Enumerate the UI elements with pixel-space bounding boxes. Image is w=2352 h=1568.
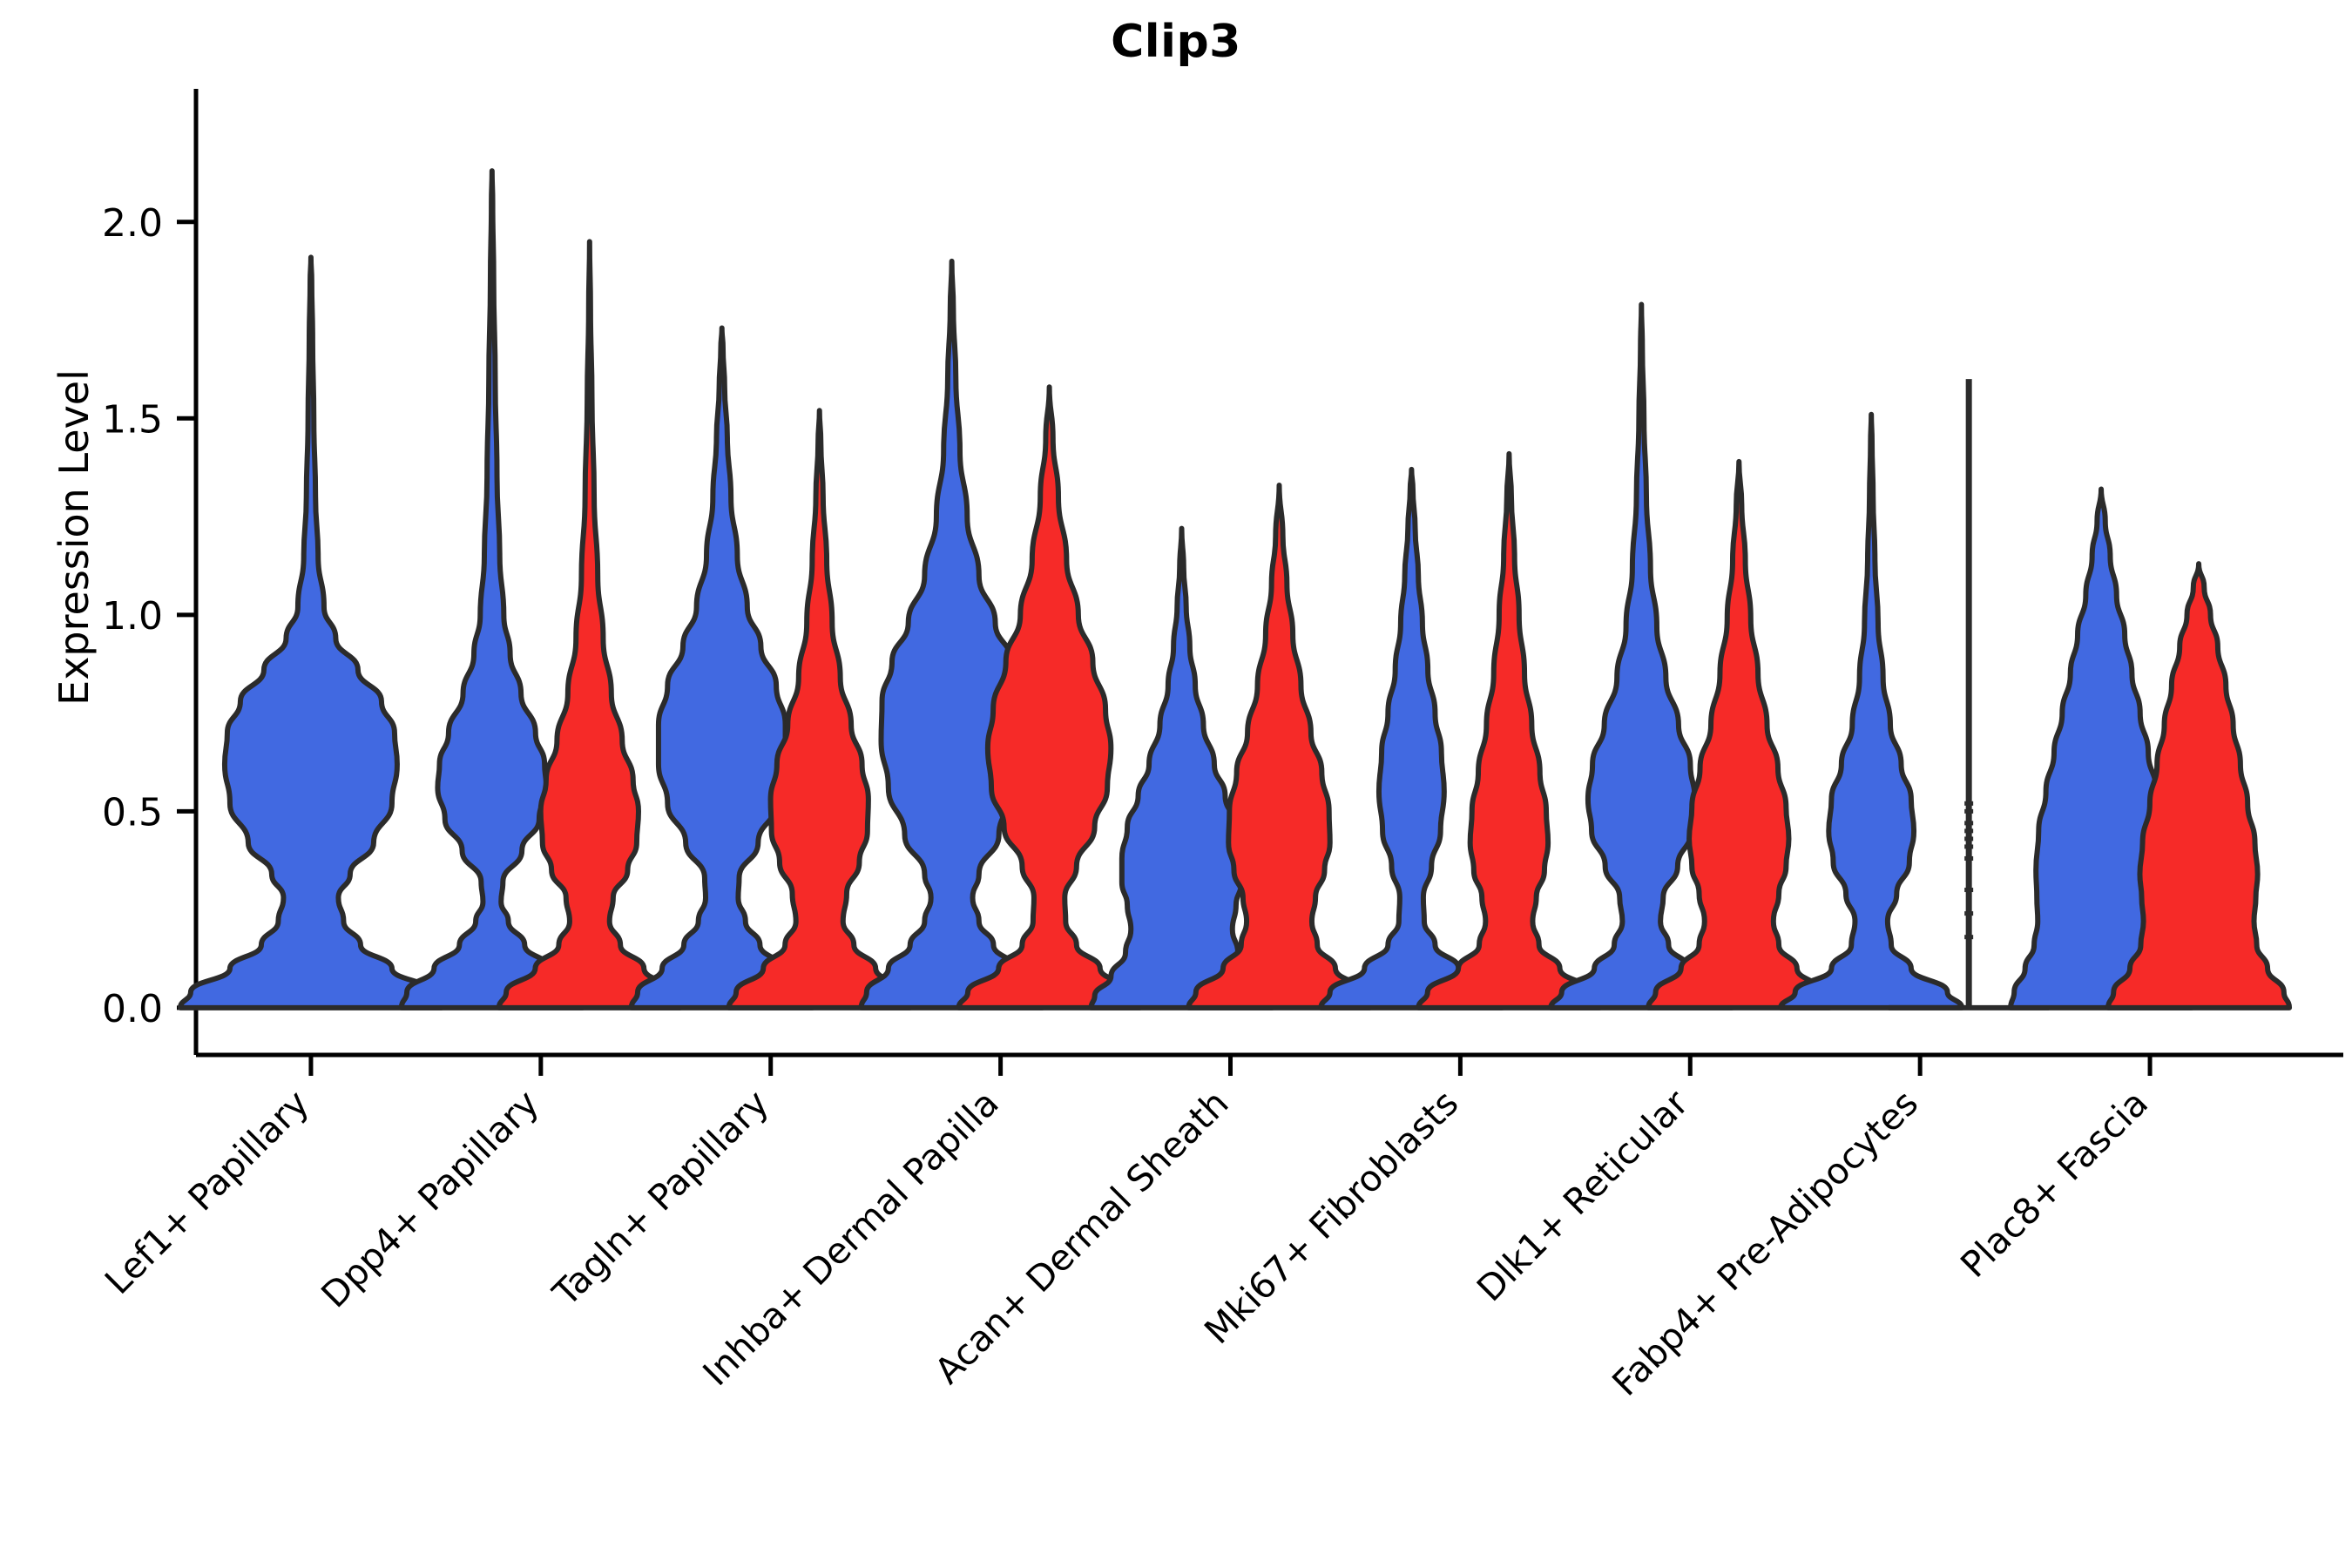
x-tick-label: Plac8+ Fascia bbox=[1952, 1082, 2156, 1286]
violin-blue bbox=[1548, 301, 1735, 1010]
x-tick-label: Dpp4+ Papillary bbox=[314, 1082, 547, 1315]
x-tick-label: Lef1+ Papillary bbox=[97, 1082, 317, 1302]
y-axis-ticks: 0.0 0.5 1.0 1.5 2.0 bbox=[102, 201, 196, 1031]
violin-blue bbox=[1778, 411, 1965, 1010]
y-tick-label: 1.5 bbox=[102, 397, 163, 442]
violin-blue bbox=[1088, 525, 1275, 1010]
violin-red bbox=[496, 239, 683, 1010]
violin-red-point bbox=[1964, 836, 1974, 841]
page-title: Clip3 bbox=[1111, 16, 1241, 68]
violin-blue bbox=[1318, 466, 1505, 1010]
violin-red bbox=[726, 408, 913, 1010]
violin-red bbox=[1186, 482, 1373, 1010]
violin-red-point bbox=[1964, 935, 1974, 940]
violin-red-point bbox=[1964, 844, 1974, 849]
violin-red bbox=[1646, 458, 1833, 1010]
x-axis-ticks bbox=[308, 1055, 2153, 1076]
violin-red bbox=[956, 384, 1143, 1010]
violin-shapes bbox=[177, 168, 2293, 1010]
x-tick-label: Mki67+ Fibroblasts bbox=[1196, 1082, 1466, 1352]
x-tick-label: Dlk1+ Reticular bbox=[1469, 1082, 1696, 1309]
violin-blue bbox=[858, 258, 1045, 1010]
violin-red bbox=[2105, 561, 2293, 1010]
violin-blue bbox=[177, 254, 444, 1010]
violin-red-point bbox=[1964, 828, 1974, 834]
violin-blue bbox=[628, 325, 815, 1010]
y-tick-label: 0.5 bbox=[102, 790, 163, 835]
violin-red-point bbox=[1964, 911, 1974, 916]
violin-blue bbox=[398, 168, 585, 1010]
y-tick-label: 0.0 bbox=[102, 987, 163, 1031]
violin-red-point bbox=[1964, 821, 1974, 826]
axis-spines bbox=[193, 89, 2343, 1058]
y-tick-label: 1.0 bbox=[102, 594, 163, 639]
violin-red-point bbox=[1964, 888, 1974, 893]
violin-red-point bbox=[1964, 808, 1974, 814]
y-tick-label: 2.0 bbox=[102, 201, 163, 246]
x-tick-label: Tagln+ Papillary bbox=[544, 1082, 777, 1315]
violin-red bbox=[1416, 450, 1603, 1010]
violin-red-point bbox=[1964, 855, 1974, 861]
violin-red-point bbox=[1964, 801, 1974, 806]
